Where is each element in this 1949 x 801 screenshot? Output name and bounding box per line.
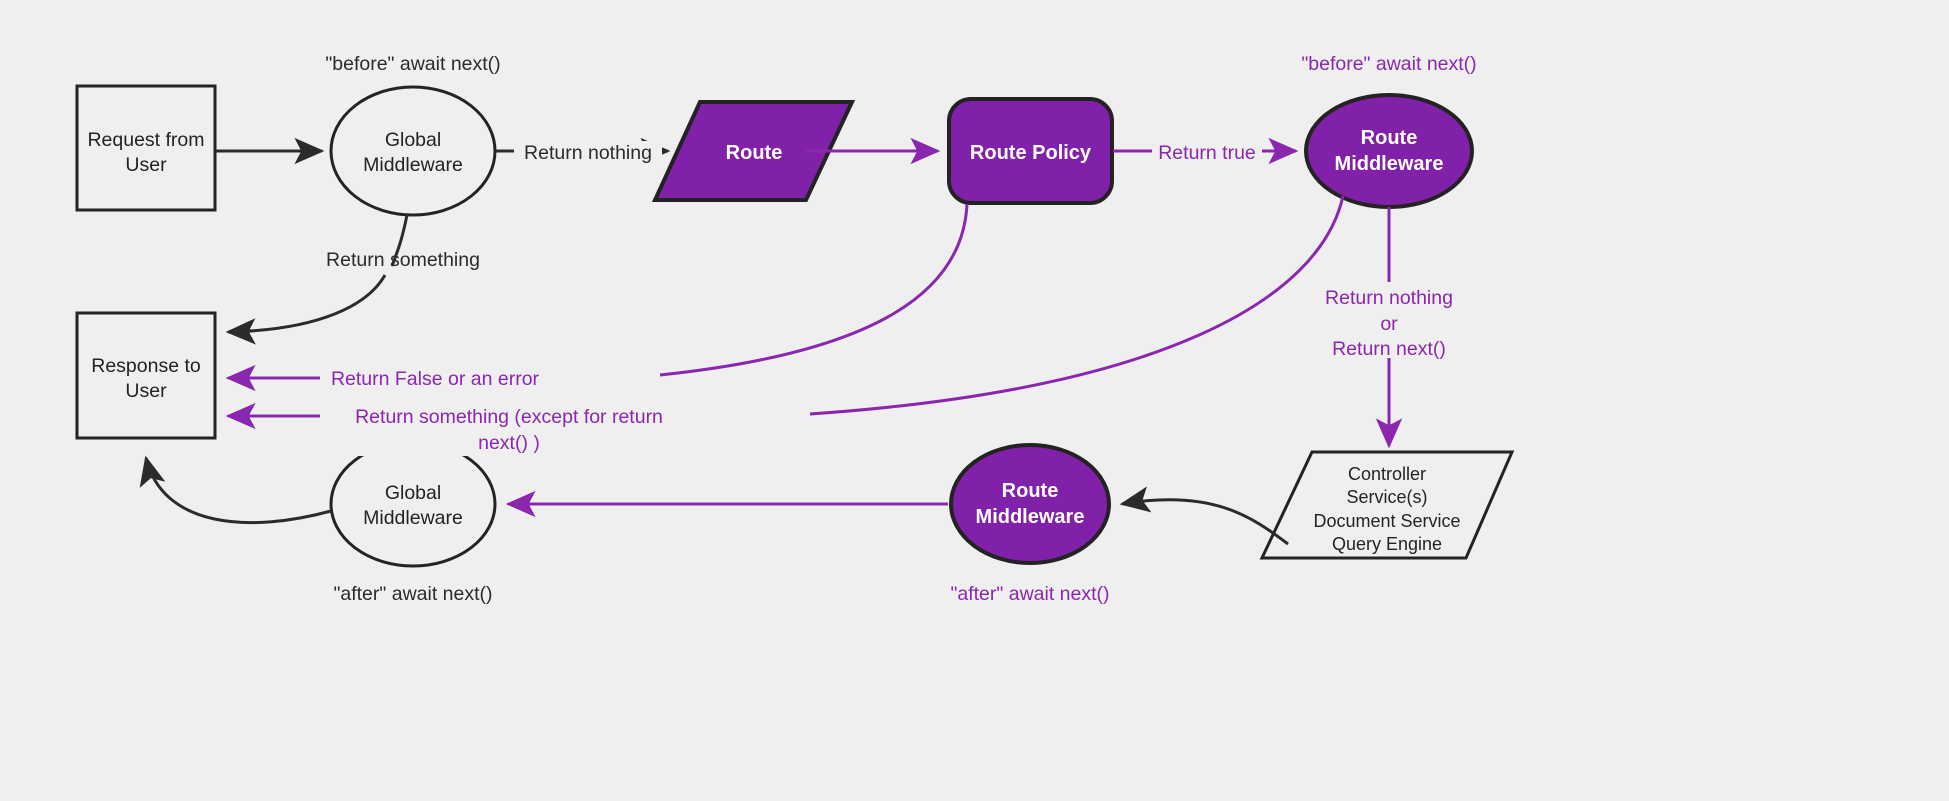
node-request-from-user [75, 84, 217, 212]
edge-label-return-something-except: Return something (except for return next… [325, 405, 693, 457]
node-route-policy [947, 97, 1114, 205]
annotation-before-await-next-global: "before" await next() [325, 53, 501, 75]
edge-route-policy-return-false [659, 203, 969, 377]
node-route-middleware-top [1304, 93, 1474, 209]
node-route [651, 100, 856, 202]
edge-label-return-false-or-error: Return False or an error [325, 367, 545, 393]
edge-label-return-nothing: Return nothing [514, 141, 662, 167]
node-global-middleware-bottom [329, 440, 497, 568]
edge-route-middleware-return-something [809, 195, 1345, 416]
node-route-middleware-bottom [949, 443, 1111, 565]
annotation-after-await-next-global: "after" await next() [333, 583, 493, 605]
edge-label-return-nothing-or-next: Return nothing or Return next() [1325, 287, 1453, 361]
edge-controller-to-route-middleware-bottom [1119, 486, 1289, 546]
edge-global-middleware-return-something [390, 214, 409, 267]
node-global-middleware-top [329, 85, 497, 217]
node-controller-stack [1259, 450, 1515, 560]
edge-global-middleware-bottom-to-response [139, 455, 332, 525]
node-response-to-user [75, 311, 217, 440]
annotation-after-await-next-route: "after" await next() [950, 583, 1110, 605]
annotation-before-await-next-route: "before" await next() [1301, 53, 1477, 75]
edge-label-return-true: Return true [1152, 141, 1262, 167]
edge-label-return-something-top: Return something [326, 249, 480, 271]
edge-global-middleware-to-response [225, 274, 387, 345]
